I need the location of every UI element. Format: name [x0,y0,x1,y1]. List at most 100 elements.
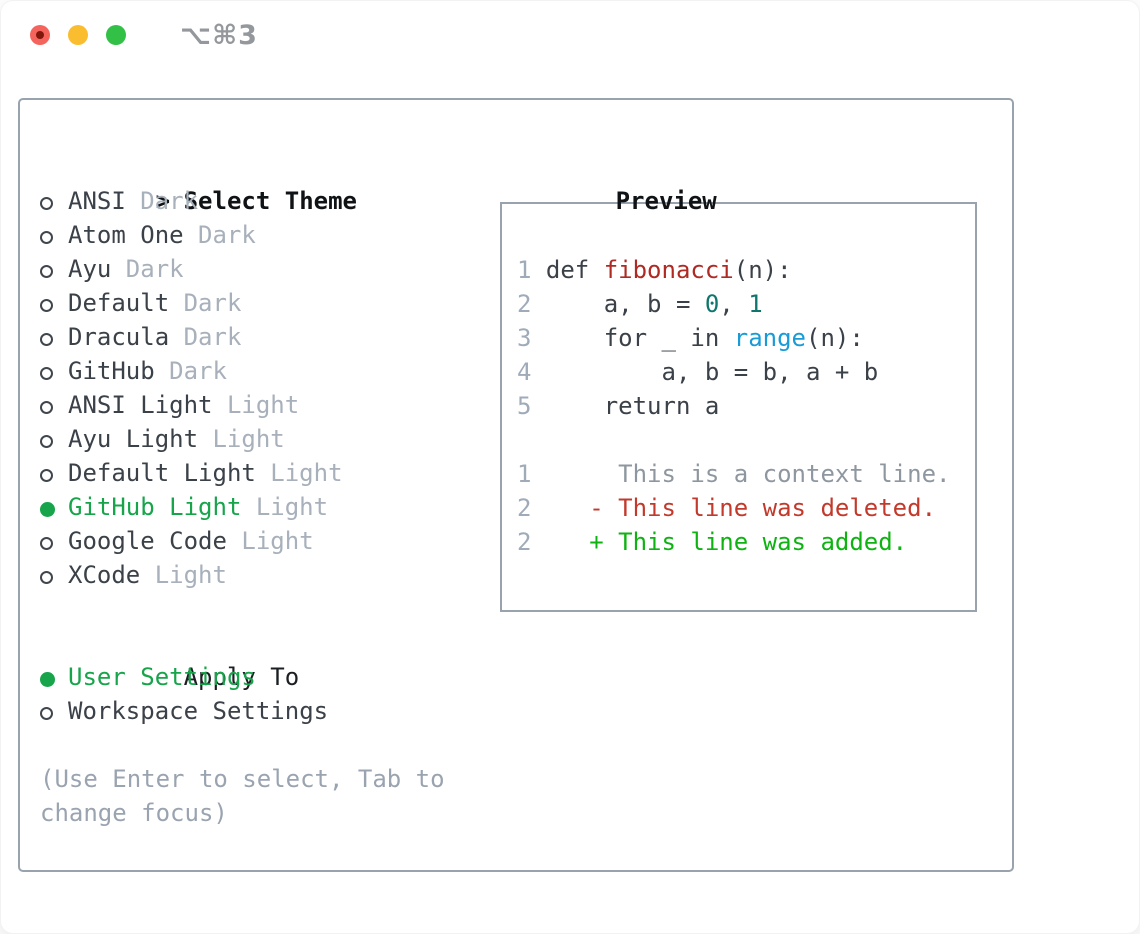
apply-to-title: Apply To [183,663,300,691]
code-segment: (n): [733,256,792,284]
code-segment: range [733,324,806,352]
radio-unselected-icon [40,265,53,278]
apply-to-header: Apply To [40,626,490,691]
prompt-icon: > [155,187,171,215]
minimize-button[interactable] [68,25,88,45]
theme-item-label: Ayu Light [68,425,199,453]
radio-unselected-icon [40,707,53,720]
theme-item-ansi-light[interactable]: ANSI Light Light [40,388,490,422]
line-number: 4 [517,358,532,386]
close-button[interactable] [30,25,50,45]
theme-item-label: GitHub Light [68,493,242,521]
close-dot-icon [36,31,44,39]
theme-item-google-code[interactable]: Google Code Light [40,524,490,558]
line-number: 2 [517,290,532,318]
line-number: 1 [517,460,532,488]
theme-variant-tag: Dark [125,255,184,283]
theme-variant-tag: Dark [169,357,227,385]
preview-line: 1 def fibonacci(n): [517,253,975,287]
theme-variant-tag: Dark [198,221,256,249]
radio-unselected-icon [40,367,53,380]
theme-item-label: Default [68,289,170,317]
theme-item-atom-one[interactable]: Atom One Dark [40,218,490,252]
spacer [40,728,490,762]
theme-variant-tag: Light [241,527,314,555]
preview-line: 2 - This line was deleted. [517,491,975,525]
code-segment: 0 [704,290,720,318]
select-theme-header: > Select Theme [40,150,490,215]
code-segment: def [531,256,604,284]
preview-line: 5 return a [517,389,975,423]
theme-item-ayu[interactable]: Ayu Dark [40,252,490,286]
radio-selected-icon [40,502,55,517]
theme-item-github[interactable]: GitHub Dark [40,354,490,388]
radio-selected-icon [40,672,55,687]
theme-variant-tag: Light [226,391,300,419]
code-segment: - This line was deleted. [531,494,937,522]
radio-unselected-icon [40,231,53,244]
code-segment: fibonacci [603,256,734,284]
theme-item-dracula[interactable]: Dracula Dark [40,320,490,354]
theme-item-ayu-light[interactable]: Ayu Light Light [40,422,490,456]
preview-line: 3 for _ in range(n): [517,321,975,355]
code-segment: This is a context line. [531,460,951,488]
preview-column: Preview 1 def fibonacci(n):2 a, b = 0, 1… [500,150,1000,612]
theme-item-label: Default Light [68,459,256,487]
preview-line: 4 a, b = b, a + b [517,355,975,389]
code-segment: (n): [806,324,864,352]
line-number: 5 [517,392,532,420]
preview-line: 1 This is a context line. [517,457,975,491]
code-segment: + This line was added. [531,528,908,556]
radio-unselected-icon [40,537,53,550]
select-theme-title: Select Theme [183,187,357,215]
theme-item-default[interactable]: Default Dark [40,286,490,320]
spacer [40,592,490,626]
theme-item-label: Atom One [68,221,184,249]
apply-option-workspace-settings[interactable]: Workspace Settings [40,694,490,728]
code-segment: a, b = b, a + b [531,358,879,386]
apply-option-user-settings[interactable]: User Settings [40,660,490,694]
radio-unselected-icon [40,469,53,482]
code-segment: for _ in [531,324,734,352]
radio-unselected-icon [40,299,53,312]
preview-line: 2 + This line was added. [517,525,975,559]
theme-item-label: Ayu [68,255,112,283]
preview-title: Preview [615,187,717,215]
theme-variant-tag: Dark [183,289,242,317]
zoom-button[interactable] [106,25,126,45]
theme-item-label: XCode [68,561,141,589]
theme-variant-tag: Light [212,425,285,453]
keyboard-shortcut-label: ⌥⌘3 [180,19,258,51]
code-segment: , [719,290,749,318]
theme-item-label: GitHub [68,357,155,385]
theme-item-github-light[interactable]: GitHub Light Light [40,490,490,524]
radio-unselected-icon [40,333,53,346]
line-number: 3 [517,324,532,352]
preview-line: 2 a, b = 0, 1 [517,287,975,321]
theme-item-label: ANSI Light [68,391,213,419]
theme-item-label: Google Code [68,527,227,555]
theme-item-label: Dracula [68,323,170,351]
line-number: 2 [517,528,532,556]
code-segment: a, b = [531,290,705,318]
theme-variant-tag: Dark [183,323,242,351]
theme-item-label: ANSI [68,187,126,215]
code-segment: 1 [748,290,763,318]
radio-unselected-icon [40,197,53,210]
title-bar: ⌥⌘3 [0,0,1140,70]
radio-unselected-icon [40,401,53,414]
code-segment: return a [531,392,720,420]
line-number: 1 [517,256,532,284]
line-number: 2 [517,494,532,522]
theme-variant-tag: Light [255,493,329,521]
radio-unselected-icon [40,435,53,448]
